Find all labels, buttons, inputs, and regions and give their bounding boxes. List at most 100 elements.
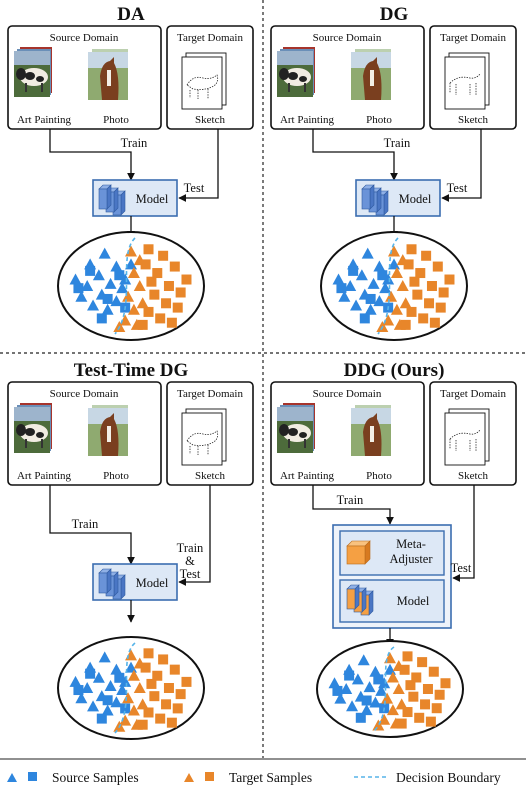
target-square: [172, 703, 183, 714]
test-label: Test: [184, 181, 205, 195]
source-square: [96, 313, 107, 324]
sketch-image: [444, 52, 490, 110]
meta-adjuster-label: Adjuster: [389, 552, 433, 566]
source-triangle: [369, 665, 382, 677]
source-triangle: [338, 290, 351, 302]
source-square: [114, 672, 125, 683]
target-square: [172, 302, 183, 313]
horse-blaze: [370, 70, 374, 86]
source-square: [336, 283, 347, 294]
target-square: [403, 259, 414, 270]
target-square: [137, 319, 148, 330]
photo-image: [88, 405, 128, 456]
source-triangle: [350, 299, 363, 311]
target-domain-label: Target Domain: [177, 32, 243, 44]
source-square: [348, 265, 359, 276]
model-icon: [346, 584, 374, 616]
target-square: [409, 276, 420, 287]
target-square: [163, 281, 174, 291]
train-label: Train: [72, 517, 99, 531]
source-triangle: [110, 663, 123, 675]
horse-blaze: [370, 426, 374, 442]
target-square: [166, 317, 177, 328]
train-test-label: &: [185, 554, 195, 568]
source-triangle: [116, 684, 129, 696]
art-sky: [277, 51, 313, 65]
target-square: [406, 244, 417, 255]
target-square: [429, 317, 440, 328]
source-triangle: [364, 303, 377, 315]
photo-image: [351, 49, 391, 100]
source-triangle: [388, 258, 400, 270]
cow-patch: [36, 432, 44, 438]
art-painting-image: [277, 403, 315, 453]
cube-side: [120, 574, 126, 600]
target-square: [406, 306, 417, 317]
target-square: [152, 670, 163, 681]
target-domain-label: Target Domain: [440, 32, 506, 44]
source-square: [355, 712, 366, 723]
cube-side: [113, 187, 119, 213]
target-square: [422, 684, 433, 694]
source-square: [114, 270, 125, 281]
sketch-front: [444, 412, 486, 466]
source-triangle: [110, 696, 123, 708]
legend-source-square: [28, 772, 37, 781]
photo-image: [88, 49, 128, 100]
cow-leg: [288, 83, 290, 92]
target-square: [426, 281, 437, 291]
cube-side: [368, 590, 374, 616]
target-square: [432, 261, 443, 272]
target-square: [143, 244, 154, 255]
train-label: Train: [121, 136, 148, 150]
target-square: [424, 298, 435, 309]
target-triangle: [136, 297, 149, 309]
cow-patch: [25, 72, 35, 80]
art-sky: [277, 407, 313, 421]
source-triangle: [361, 247, 374, 259]
source-triangle: [104, 277, 117, 289]
target-square: [161, 298, 172, 309]
target-square: [175, 287, 186, 298]
photo-label: Photo: [103, 470, 129, 482]
train-arrow: [312, 485, 394, 525]
source-square: [361, 695, 372, 706]
target-square: [412, 289, 423, 300]
cow-leg: [25, 83, 27, 92]
test-arrow: [441, 129, 482, 202]
target-triangle: [136, 698, 149, 710]
test-arrow: [178, 129, 219, 202]
photo-label: Photo: [366, 470, 392, 482]
sketch-label: Sketch: [195, 470, 225, 482]
target-triangle: [390, 303, 403, 315]
target-square: [140, 259, 151, 270]
sketch-label: Sketch: [458, 114, 488, 126]
photo-image: [351, 405, 391, 456]
target-square: [431, 703, 442, 714]
photo-sky: [88, 408, 128, 424]
cube-side: [354, 584, 360, 610]
target-square: [418, 313, 429, 324]
target-square: [143, 648, 154, 659]
test-label: Test: [447, 181, 468, 195]
source-square: [120, 703, 131, 714]
source-triangle: [98, 247, 111, 259]
train-test-label: Train: [177, 541, 204, 555]
target-square: [175, 689, 186, 700]
cow-patch: [25, 428, 35, 436]
source-triangle: [119, 273, 132, 285]
source-triangle: [69, 273, 82, 285]
art-sky: [14, 51, 50, 65]
source-square: [359, 313, 370, 324]
cube-side: [376, 187, 382, 213]
meta-adjuster-label: Meta-: [396, 537, 426, 551]
decision-boundary: [377, 237, 399, 335]
target-square: [137, 719, 148, 730]
model-icon: [361, 184, 389, 216]
sketch-front: [181, 412, 223, 466]
target-square: [402, 651, 413, 662]
legend-target-triangle: [184, 773, 194, 782]
panel-title: DDG (Ours): [344, 360, 445, 381]
